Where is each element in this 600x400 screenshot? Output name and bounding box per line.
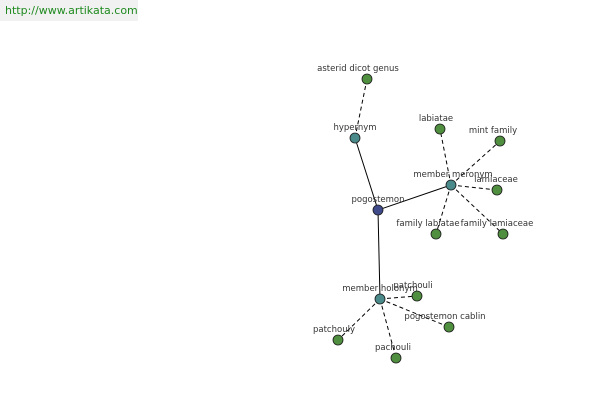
edge-member-meronym-to-family-lamiaceae xyxy=(450,184,504,235)
relation-label-member-meronym: member meronym xyxy=(413,170,492,180)
leaf-label-family-lamiaceae: family lamiaceae xyxy=(461,219,534,229)
relation-node-member-holonym[interactable] xyxy=(374,293,386,305)
edge-member-holonym-to-patchouli xyxy=(379,295,418,300)
relation-node-member-meronym[interactable] xyxy=(445,179,457,191)
leaf-label-lamiaceae: lamiaceae xyxy=(474,175,518,185)
graph-edges xyxy=(337,78,504,359)
source-url-link[interactable]: http://www.artikata.com xyxy=(0,0,138,21)
leaf-label-pachouli: pachouli xyxy=(375,343,411,353)
graph-labels: pogostemon hypernym asterid dicot genus mem… xyxy=(313,64,533,353)
leaf-node-family-lamiaceae[interactable] xyxy=(497,228,509,240)
edge-member-holonym-to-pachouli xyxy=(379,298,397,359)
edge-member-holonym-to-patchouly xyxy=(337,298,381,341)
edge-member-meronym-to-mint-family xyxy=(450,140,501,186)
leaf-node-pogostemon-cablin[interactable] xyxy=(443,321,455,333)
leaf-label-patchouli: patchouli xyxy=(393,281,432,291)
relation-node-hypernym[interactable] xyxy=(349,132,361,144)
graph-nodes xyxy=(332,73,509,364)
edge-hypernym-to-asterid-dicot-genus xyxy=(354,78,368,139)
leaf-label-family-labiatae: family labiatae xyxy=(396,219,459,229)
leaf-label-labiatae: labiatae xyxy=(419,114,453,124)
leaf-node-pachouli[interactable] xyxy=(390,352,402,364)
leaf-label-mint-family: mint family xyxy=(469,126,517,136)
leaf-label-pogostemon-cablin: pogostemon cablin xyxy=(404,312,485,322)
edge-member-meronym-to-lamiaceae xyxy=(450,184,498,191)
leaf-node-asterid-dicot-genus[interactable] xyxy=(361,73,373,85)
edge-member-meronym-to-labiatae xyxy=(439,128,452,186)
leaf-node-labiatae[interactable] xyxy=(434,123,446,135)
edge-center-to-member-meronym xyxy=(377,184,452,211)
relation-label-hypernym: hypernym xyxy=(333,123,376,133)
edge-member-holonym-to-pogostemon-cablin xyxy=(379,298,450,328)
leaf-node-family-labiatae[interactable] xyxy=(430,228,442,240)
leaf-node-patchouly[interactable] xyxy=(332,334,344,346)
center-node-label: pogostemon xyxy=(351,195,404,205)
leaf-label-asterid-dicot-genus: asterid dicot genus xyxy=(317,64,399,74)
leaf-node-patchouli[interactable] xyxy=(411,290,423,302)
edge-member-meronym-to-family-labiatae xyxy=(435,184,452,235)
leaf-node-mint-family[interactable] xyxy=(494,135,506,147)
edge-center-to-member-holonym xyxy=(377,209,381,300)
center-node-pogostemon[interactable] xyxy=(372,204,384,216)
relation-label-member-holonym: member holonym xyxy=(342,284,417,294)
leaf-label-patchouly: patchouly xyxy=(313,325,355,335)
leaf-node-lamiaceae[interactable] xyxy=(491,184,503,196)
edge-center-to-hypernym xyxy=(354,137,379,211)
